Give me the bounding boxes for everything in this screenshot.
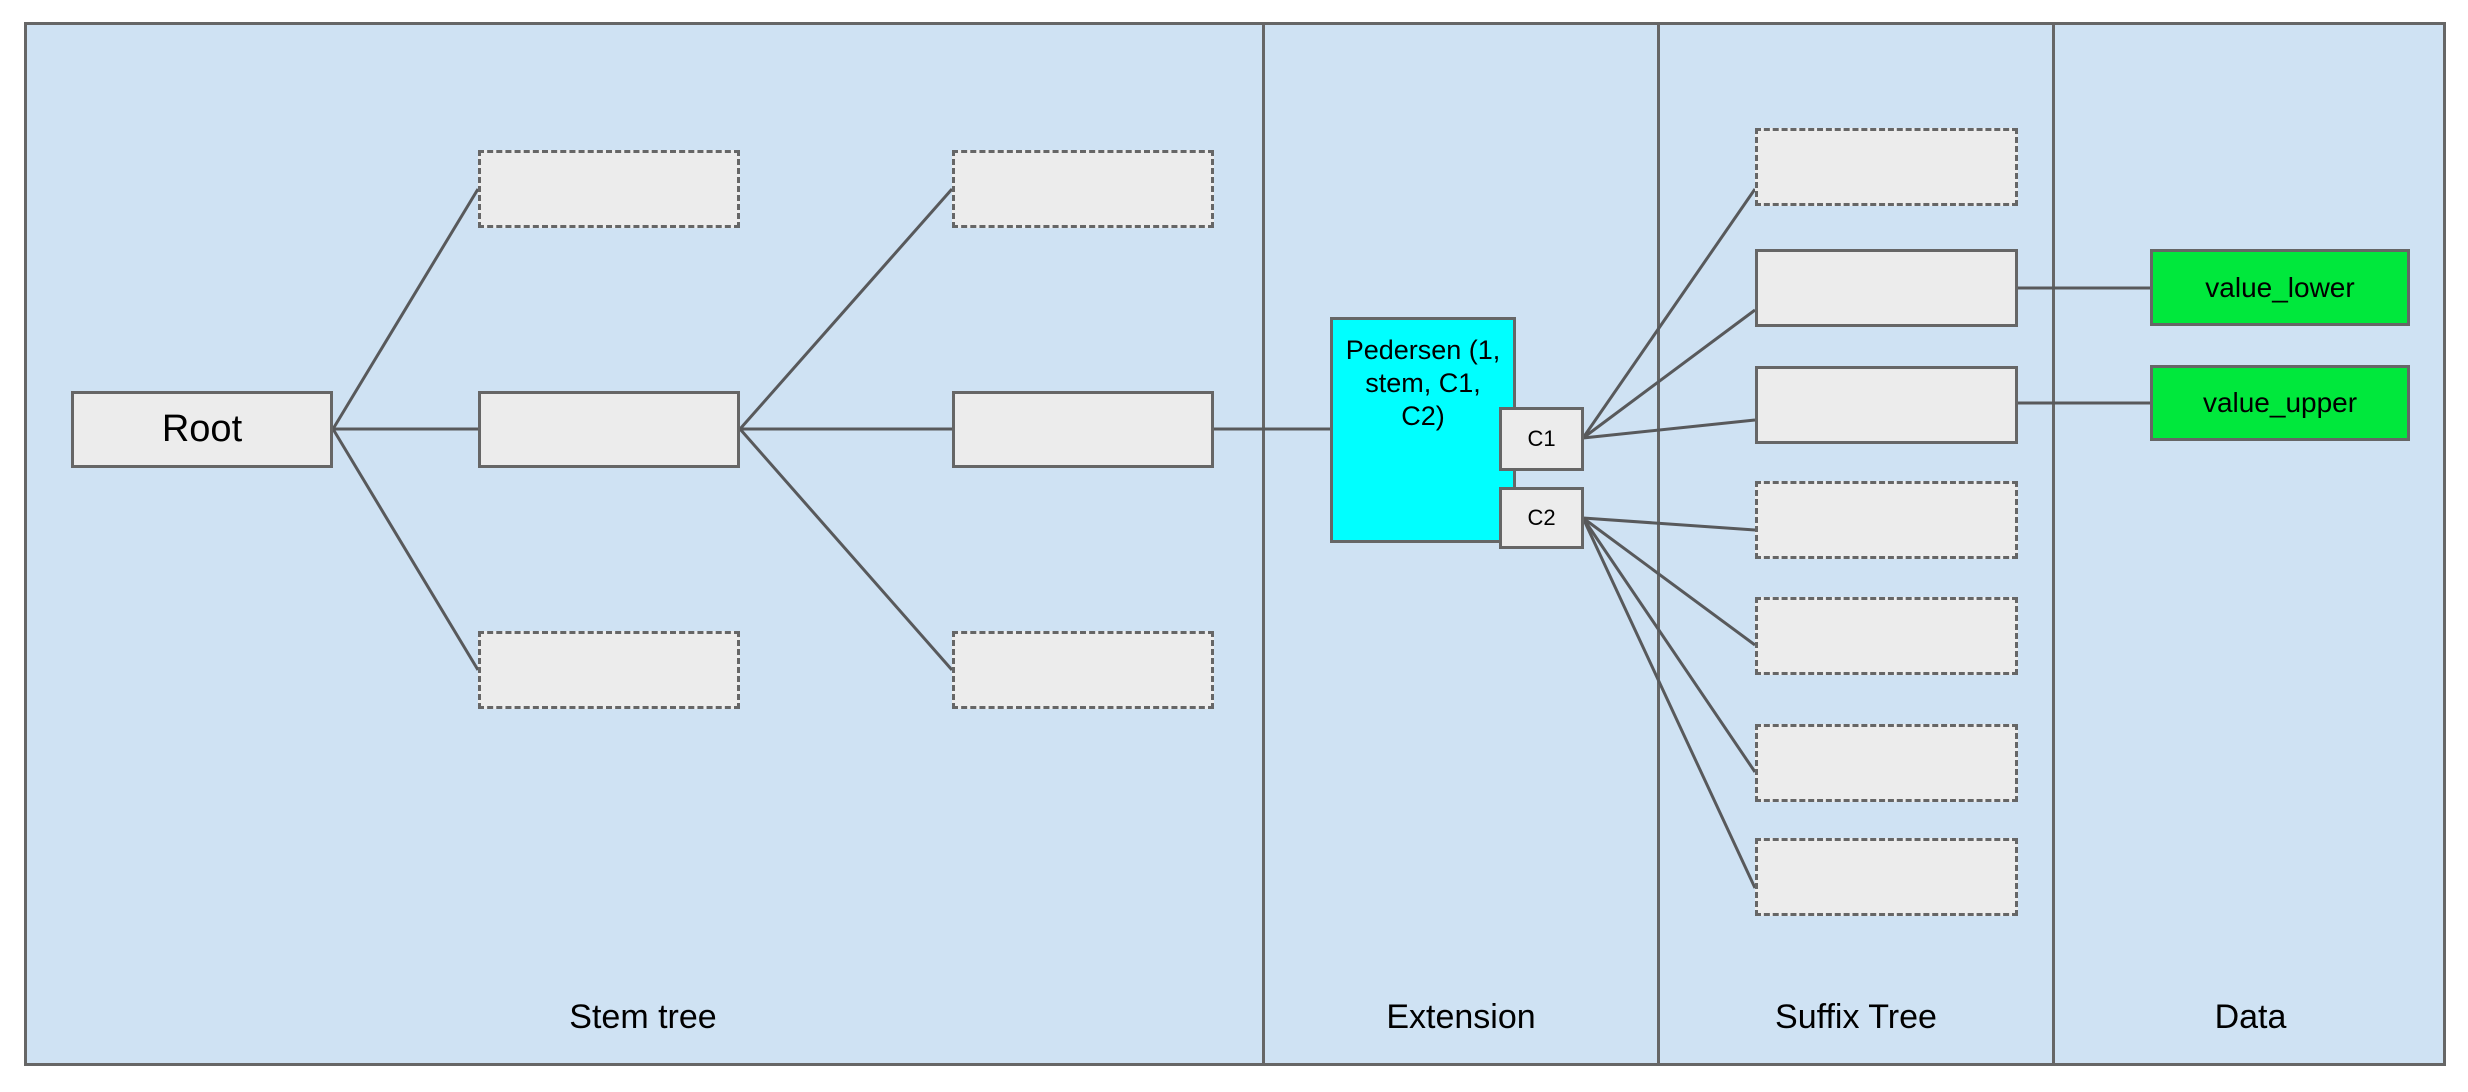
column-label-stem-tree: Stem tree bbox=[569, 998, 717, 1036]
suffix-node-1[interactable] bbox=[1755, 128, 2018, 206]
data-node-value-upper[interactable]: value_upper bbox=[2150, 365, 2410, 441]
diagram-frame bbox=[24, 22, 2446, 1066]
suffix-node-4[interactable] bbox=[1755, 481, 2018, 559]
column-divider-2 bbox=[1657, 22, 1660, 1066]
suffix-node-7[interactable] bbox=[1755, 838, 2018, 916]
pedersen-label: Pedersen (1, stem, C1, C2) bbox=[1345, 335, 1501, 431]
suffix-node-5[interactable] bbox=[1755, 597, 2018, 675]
column-divider-3 bbox=[2052, 22, 2055, 1066]
stem-g2-node-top[interactable] bbox=[952, 150, 1214, 228]
commitment-node-c2[interactable]: C2 bbox=[1499, 487, 1584, 549]
suffix-node-6[interactable] bbox=[1755, 724, 2018, 802]
pedersen-extension-node[interactable]: Pedersen (1, stem, C1, C2) bbox=[1330, 317, 1516, 543]
stem-g1-node-mid[interactable] bbox=[478, 391, 740, 468]
stem-root-node[interactable]: Root bbox=[71, 391, 333, 468]
column-label-suffix-tree: Suffix Tree bbox=[1775, 998, 1937, 1036]
stem-g2-node-bottom[interactable] bbox=[952, 631, 1214, 709]
column-label-data: Data bbox=[2214, 998, 2287, 1036]
suffix-node-3[interactable] bbox=[1755, 366, 2018, 444]
stem-g2-node-mid[interactable] bbox=[952, 391, 1214, 468]
column-divider-1 bbox=[1262, 22, 1265, 1066]
stem-g1-node-top[interactable] bbox=[478, 150, 740, 228]
stem-g1-node-bottom[interactable] bbox=[478, 631, 740, 709]
data-node-value-lower[interactable]: value_lower bbox=[2150, 249, 2410, 326]
commitment-node-c1[interactable]: C1 bbox=[1499, 407, 1584, 471]
suffix-node-2[interactable] bbox=[1755, 249, 2018, 327]
column-label-extension: Extension bbox=[1386, 998, 1536, 1036]
